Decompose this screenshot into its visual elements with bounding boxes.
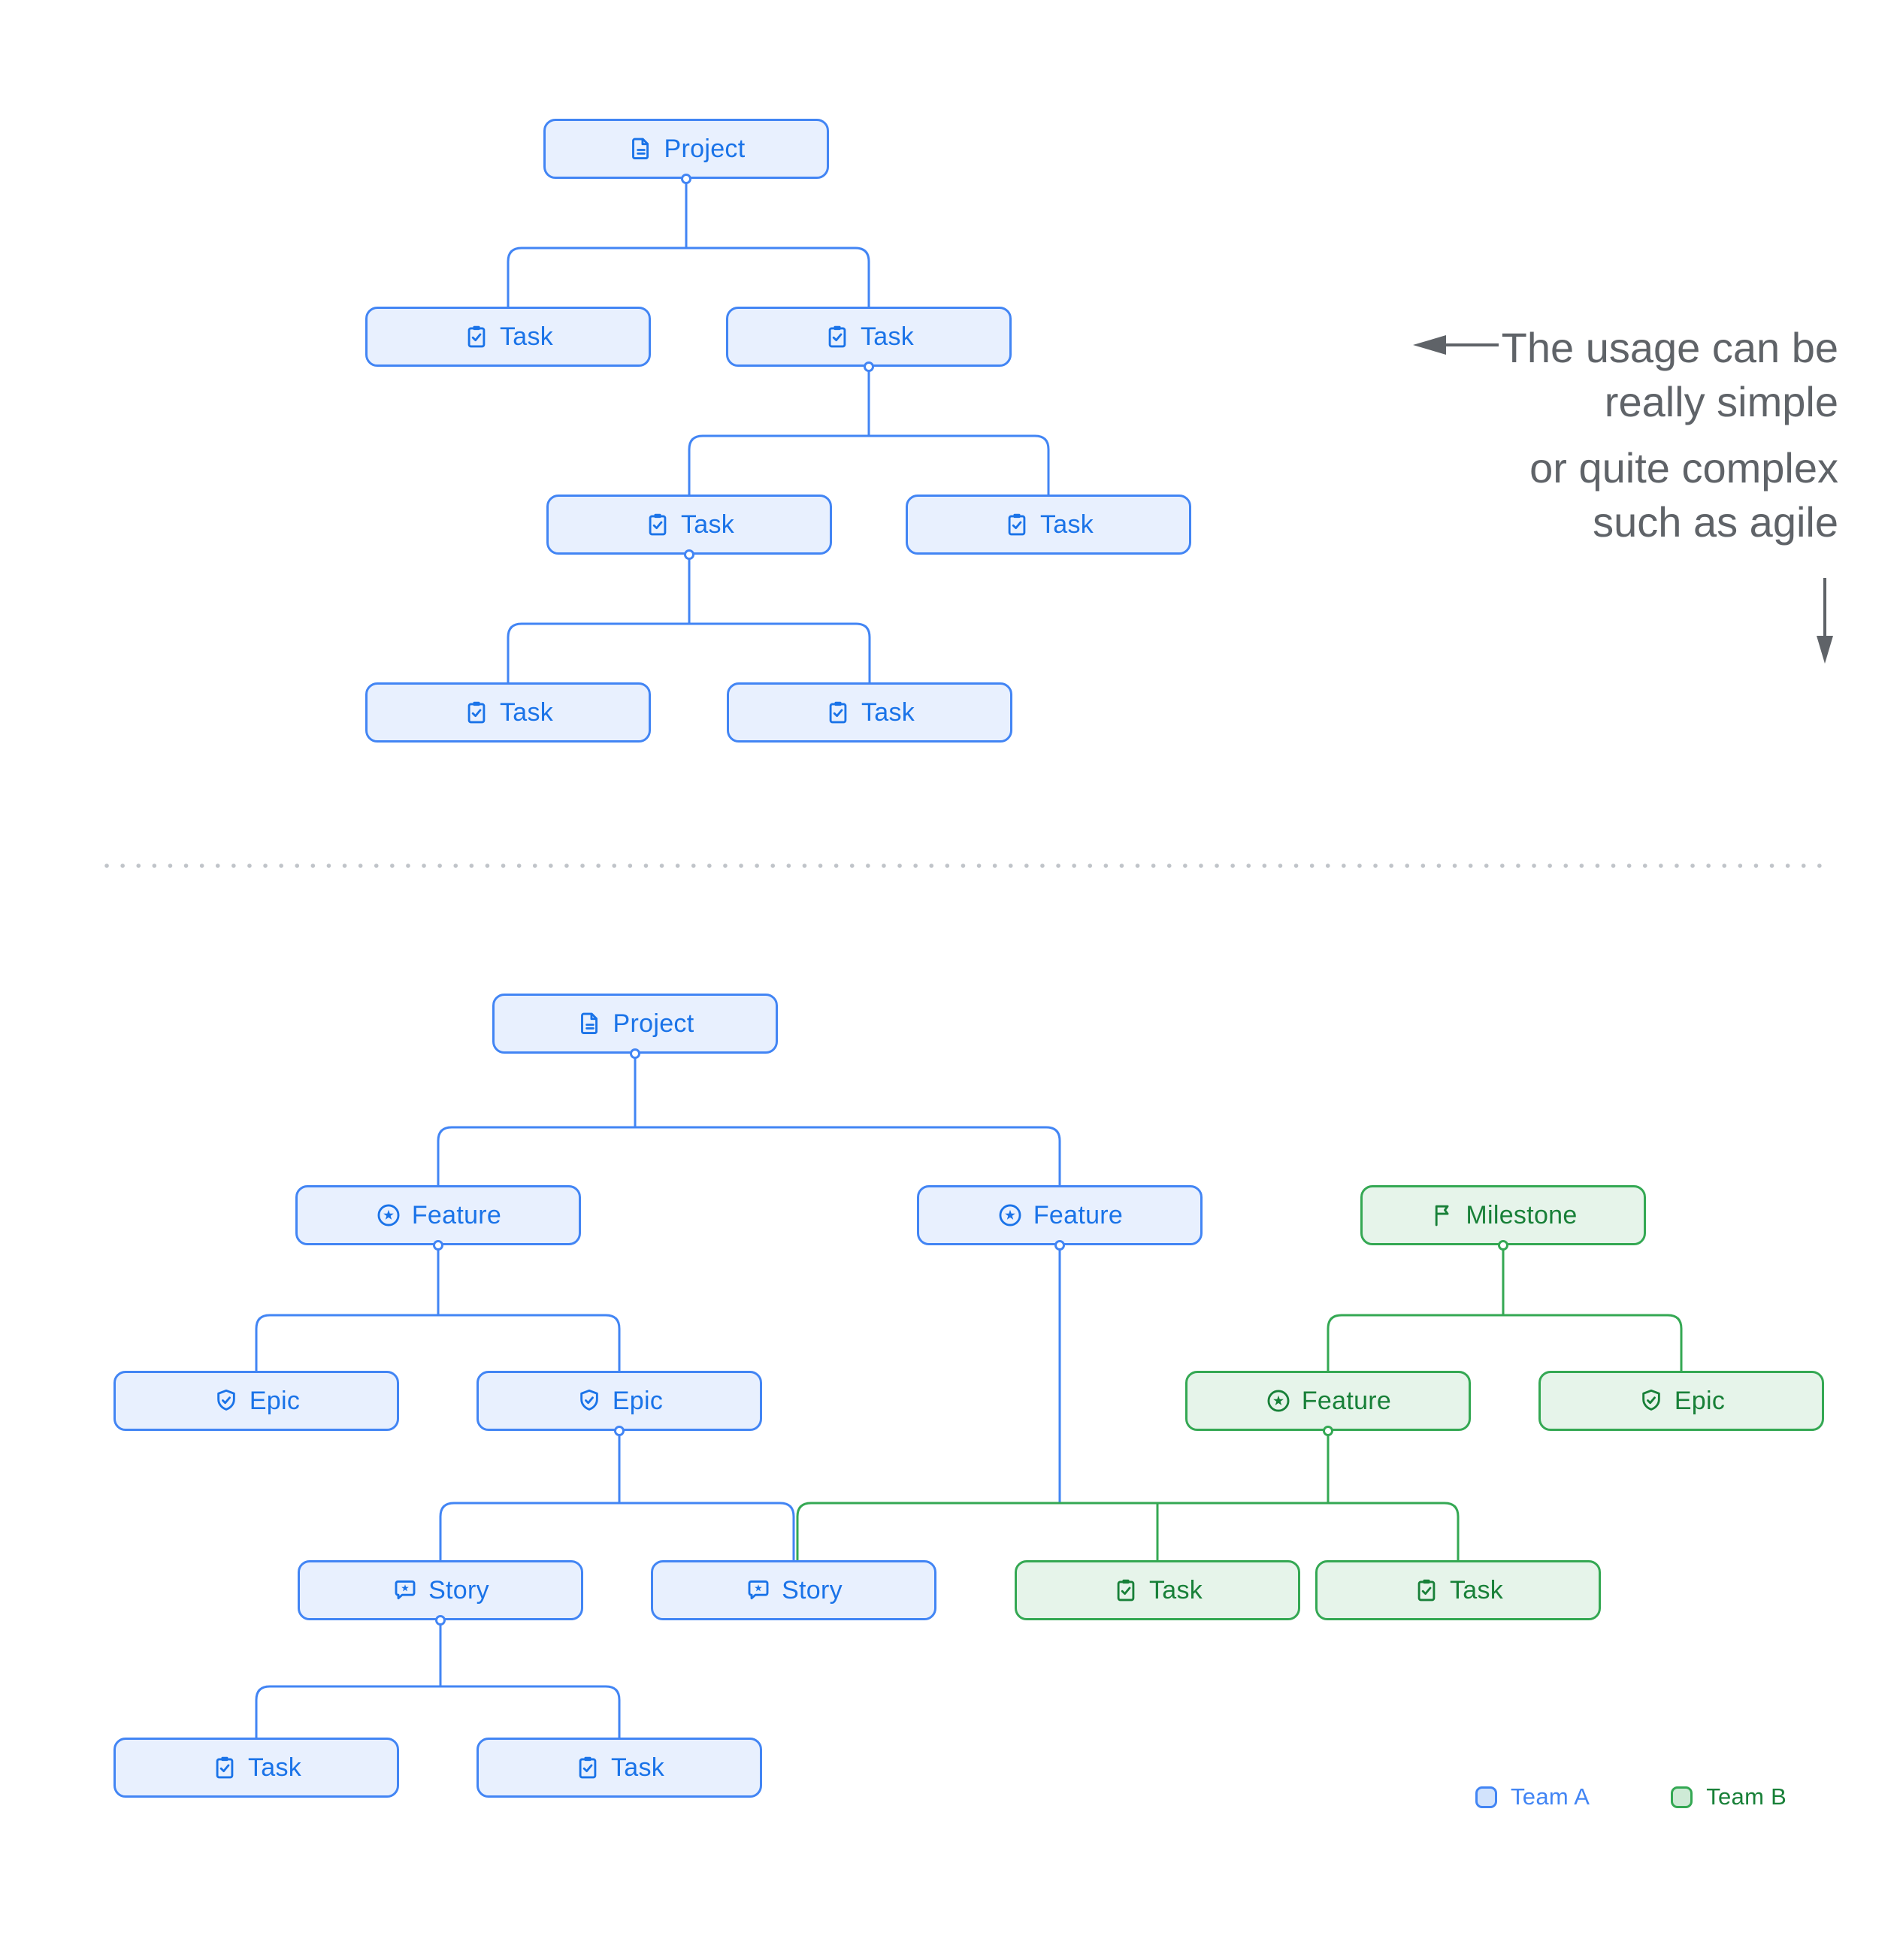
connector-dot (433, 1240, 443, 1251)
node-task: Task (546, 495, 832, 555)
node-task: Task (727, 682, 1012, 743)
epic-icon (576, 1387, 603, 1414)
task-icon (463, 699, 490, 726)
node-feature: Feature (1185, 1371, 1471, 1431)
node-label: Task (680, 510, 735, 539)
node-task: Task (906, 495, 1191, 555)
node-label: Task (499, 697, 554, 727)
project-icon (576, 1010, 604, 1037)
connector-dot (684, 549, 694, 560)
annotation-line: such as agile (1593, 498, 1838, 546)
story-icon (392, 1577, 419, 1604)
node-task: Task (365, 307, 651, 367)
connector (439, 1502, 795, 1560)
node-label: Epic (249, 1386, 301, 1415)
node-story: Story (298, 1560, 583, 1620)
connector-dot (681, 174, 691, 184)
node-project: Project (492, 994, 778, 1054)
node-task: Task (477, 1738, 762, 1798)
task-icon (1413, 1577, 1440, 1604)
legend-item-team-b: Team B (1671, 1783, 1787, 1810)
node-label: Project (664, 134, 746, 163)
node-task: Task (1015, 1560, 1300, 1620)
team-b-swatch (1671, 1786, 1693, 1808)
node-label: Feature (411, 1200, 502, 1230)
node-project: Project (543, 119, 829, 179)
team-a-label: Team A (1511, 1783, 1590, 1810)
node-label: Task (1148, 1575, 1203, 1605)
connector (507, 622, 871, 682)
task-icon (211, 1754, 238, 1781)
connector-dot (864, 361, 874, 372)
node-label: Feature (1033, 1200, 1124, 1230)
epic-icon (1638, 1387, 1665, 1414)
task-icon (824, 699, 852, 726)
project-icon (628, 135, 655, 162)
node-feature: Feature (917, 1185, 1203, 1245)
node-label: Story (428, 1575, 489, 1605)
node-label: Task (1039, 510, 1094, 539)
connector (437, 1126, 1061, 1185)
annotation-line: or quite complex (1529, 444, 1838, 492)
task-icon (1003, 511, 1030, 538)
connector-dot (1323, 1426, 1333, 1436)
feature-icon (375, 1202, 402, 1229)
connector (688, 434, 1050, 495)
node-epic: Epic (477, 1371, 762, 1431)
node-task: Task (365, 682, 651, 743)
connector (796, 1502, 1460, 1560)
node-task: Task (113, 1738, 399, 1798)
legend: Team A Team B (1475, 1783, 1787, 1810)
connector-dot (1054, 1240, 1065, 1251)
node-epic: Epic (1538, 1371, 1824, 1431)
task-icon (644, 511, 671, 538)
task-icon (824, 323, 851, 350)
node-label: Feature (1301, 1386, 1392, 1415)
node-milestone: Milestone (1360, 1185, 1646, 1245)
node-feature: Feature (295, 1185, 581, 1245)
node-epic: Epic (113, 1371, 399, 1431)
connector-dot (630, 1048, 640, 1059)
node-label: Task (247, 1753, 302, 1782)
node-task: Task (1315, 1560, 1601, 1620)
node-label: Task (861, 697, 915, 727)
down-arrow-icon (1817, 578, 1833, 664)
connector (255, 1685, 621, 1738)
team-a-swatch (1475, 1786, 1497, 1808)
node-label: Task (499, 322, 554, 351)
milestone-icon (1429, 1202, 1456, 1229)
node-label: Task (860, 322, 915, 351)
connector-dot (435, 1615, 446, 1626)
node-label: Epic (1674, 1386, 1726, 1415)
node-label: Project (613, 1009, 694, 1038)
node-label: Milestone (1466, 1200, 1578, 1230)
annotation-line: The usage can be (1501, 324, 1838, 371)
feature-icon (997, 1202, 1024, 1229)
story-icon (745, 1577, 772, 1604)
connector (255, 1314, 621, 1371)
legend-item-team-a: Team A (1475, 1783, 1590, 1810)
node-label: Task (610, 1753, 665, 1782)
node-label: Task (1449, 1575, 1504, 1605)
node-task: Task (726, 307, 1012, 367)
epic-icon (213, 1387, 240, 1414)
node-label: Story (782, 1575, 843, 1605)
connector-dot (614, 1426, 625, 1436)
annotation-text: The usage can be really simple or quite … (1502, 321, 1838, 549)
connector (1327, 1314, 1683, 1371)
left-arrow-icon (1413, 335, 1499, 355)
annotation-line: really simple (1604, 378, 1838, 425)
connector-dot (1498, 1240, 1508, 1251)
node-label: Epic (612, 1386, 664, 1415)
section-divider (104, 864, 1824, 868)
connector (507, 247, 870, 307)
task-icon (463, 323, 490, 350)
task-icon (1112, 1577, 1139, 1604)
node-story: Story (651, 1560, 936, 1620)
feature-icon (1265, 1387, 1292, 1414)
team-b-label: Team B (1706, 1783, 1787, 1810)
task-icon (574, 1754, 601, 1781)
